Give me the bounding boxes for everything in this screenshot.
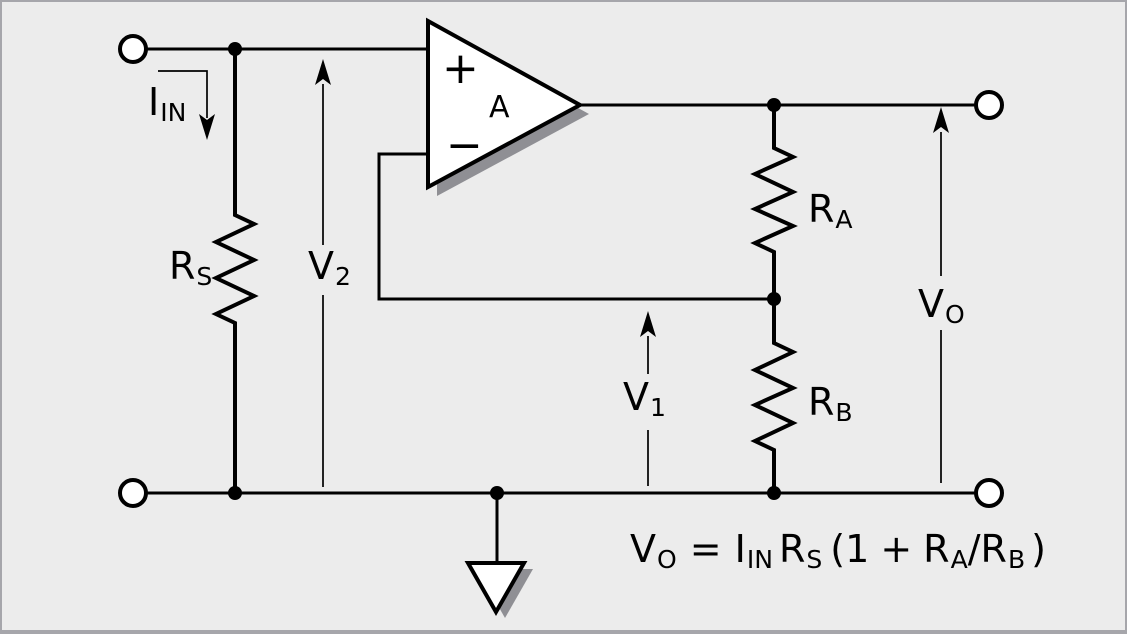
terminal-top-left (118, 34, 148, 64)
current-arrowhead-icon (199, 114, 215, 140)
formula-rs-term: RS (778, 527, 823, 575)
terminal-bottom-left (118, 478, 148, 508)
resistor-ra (750, 105, 798, 299)
terminal-bottom-right (974, 478, 1004, 508)
ground-icon (464, 561, 528, 617)
formula-plus: + (880, 527, 913, 571)
label-resistor-rs: RS (169, 244, 213, 292)
label-resistor-rb: RB (808, 380, 853, 428)
resistor-rb (750, 299, 798, 493)
formula-lhs: VO (630, 527, 677, 575)
label-input-current: IIN (148, 80, 187, 128)
current-arrow-iin (158, 70, 208, 118)
label-voltage-v2: V2 (308, 244, 351, 292)
formula-rb-term: RB (980, 527, 1026, 575)
voltage-arrowhead-icon (933, 107, 949, 133)
formula-divide: / (967, 527, 981, 571)
label-voltage-v1: V1 (623, 375, 666, 423)
junction-dot (767, 292, 781, 306)
voltage-arrowhead-icon (640, 311, 656, 337)
formula-paren-open: (1 (830, 527, 870, 571)
opamp-gain-label: A (489, 90, 510, 125)
label-voltage-vo: VO (918, 282, 965, 330)
wire-feedback (377, 152, 774, 301)
opamp-minus-input-label: − (446, 120, 483, 171)
transfer-function-formula: VO = IIN RS (1 + RA / RB ) (630, 527, 1046, 575)
formula-ra-term: RA (923, 527, 968, 575)
opamp-triangle (426, 17, 585, 191)
junction-dot (490, 486, 504, 500)
label-resistor-ra: RA (808, 187, 853, 235)
junction-dot (228, 42, 242, 56)
junction-dot (767, 98, 781, 112)
formula-paren-close: ) (1031, 527, 1046, 571)
formula-current-term: IIN (734, 527, 773, 575)
terminal-top-right (974, 90, 1004, 120)
resistor-rs (211, 49, 259, 493)
formula-equals: = (689, 527, 722, 571)
junction-dot (228, 486, 242, 500)
voltage-arrowhead-icon (315, 59, 331, 85)
opamp-plus-input-label: + (442, 43, 479, 94)
junction-dot (767, 486, 781, 500)
